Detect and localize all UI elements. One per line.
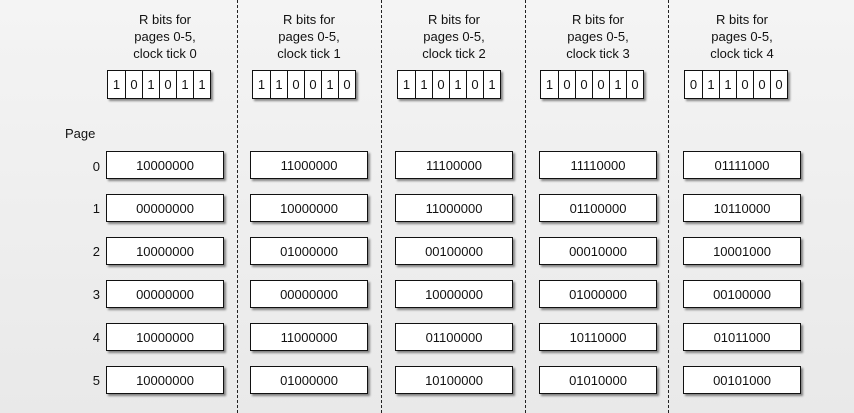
column-header: R bits for pages 0-5, clock tick 4 <box>710 12 774 61</box>
counter-cell-page-0: 11000000 <box>250 151 368 179</box>
r-bit: 1 <box>609 71 626 98</box>
r-bit: 0 <box>304 71 321 98</box>
counter-cell-page-2: 10001000 <box>683 237 801 265</box>
counter-cell-page-1: 11000000 <box>395 194 513 222</box>
r-bit: 1 <box>719 71 736 98</box>
counter-cell-page-4: 10110000 <box>539 323 657 351</box>
r-bit: 0 <box>753 71 770 98</box>
r-bit: 1 <box>415 71 432 98</box>
counter-cell-page-2: 00010000 <box>539 237 657 265</box>
column-header: R bits for pages 0-5, clock tick 2 <box>422 12 486 61</box>
counter-cell-page-0: 10000000 <box>106 151 224 179</box>
r-bit: 1 <box>270 71 287 98</box>
r-bit: 0 <box>287 71 304 98</box>
counter-cell-page-1: 10000000 <box>250 194 368 222</box>
counter-cell-page-5: 10000000 <box>106 366 224 394</box>
counter-cell-page-5: 00101000 <box>683 366 801 394</box>
counter-cell-page-2: 10000000 <box>106 237 224 265</box>
r-bit: 1 <box>257 77 266 92</box>
counter-cell-page-1: 00000000 <box>106 194 224 222</box>
r-bits-register: 1 1 0 0 1 0 <box>252 70 356 99</box>
row-label-3: 3 <box>92 287 100 302</box>
counter-cell-page-1: 01100000 <box>539 194 657 222</box>
r-bit: 0 <box>159 71 176 98</box>
row-label-4: 4 <box>92 330 100 345</box>
counter-cell-page-4: 10000000 <box>106 323 224 351</box>
counter-cell-page-3: 01000000 <box>539 280 657 308</box>
counter-cell-page-0: 11110000 <box>539 151 657 179</box>
r-bit: 0 <box>338 71 355 98</box>
counter-cell-page-4: 11000000 <box>250 323 368 351</box>
counter-cell-page-0: 11100000 <box>395 151 513 179</box>
divider-1 <box>237 0 238 413</box>
r-bit: 0 <box>736 71 753 98</box>
counter-cell-page-5: 01010000 <box>539 366 657 394</box>
r-bit: 1 <box>449 71 466 98</box>
r-bit: 1 <box>545 77 554 92</box>
counter-cell-page-4: 01011000 <box>683 323 801 351</box>
r-bits-register: 1 0 0 0 1 0 <box>540 70 644 99</box>
r-bit: 1 <box>176 71 193 98</box>
counter-cell-page-1: 10110000 <box>683 194 801 222</box>
counter-cell-page-2: 00100000 <box>395 237 513 265</box>
r-bits-register: 1 0 1 0 1 1 <box>107 70 211 99</box>
counter-cell-page-5: 10100000 <box>395 366 513 394</box>
r-bit: 1 <box>193 71 210 98</box>
r-bit: 0 <box>575 71 592 98</box>
r-bit: 1 <box>702 71 719 98</box>
counter-cell-page-3: 10000000 <box>395 280 513 308</box>
r-bit: 1 <box>321 71 338 98</box>
row-label-5: 5 <box>92 373 100 388</box>
row-label-2: 2 <box>92 244 100 259</box>
counter-cell-page-3: 00100000 <box>683 280 801 308</box>
r-bit: 1 <box>112 77 121 92</box>
column-header: R bits for pages 0-5, clock tick 0 <box>133 12 197 61</box>
r-bits-register: 0 1 1 0 0 0 <box>684 70 788 99</box>
r-bit: 0 <box>125 71 142 98</box>
r-bit: 0 <box>626 71 643 98</box>
divider-3 <box>525 0 526 413</box>
counter-cell-page-2: 01000000 <box>250 237 368 265</box>
counter-cell-page-3: 00000000 <box>250 280 368 308</box>
r-bit: 1 <box>402 77 411 92</box>
column-header: R bits for pages 0-5, clock tick 1 <box>277 12 341 61</box>
r-bit: 0 <box>432 71 449 98</box>
r-bit: 0 <box>689 77 698 92</box>
counter-cell-page-4: 01100000 <box>395 323 513 351</box>
r-bit: 1 <box>142 71 159 98</box>
divider-2 <box>381 0 382 413</box>
r-bit: 0 <box>592 71 609 98</box>
r-bit: 0 <box>466 71 483 98</box>
counter-cell-page-3: 00000000 <box>106 280 224 308</box>
row-label-0: 0 <box>92 159 100 174</box>
r-bits-register: 1 1 0 1 0 1 <box>397 70 501 99</box>
counter-cell-page-0: 01111000 <box>683 151 801 179</box>
r-bit: 1 <box>483 71 500 98</box>
counter-cell-page-5: 01000000 <box>250 366 368 394</box>
divider-4 <box>668 0 669 413</box>
r-bit: 0 <box>770 71 787 98</box>
page-axis-label: Page <box>65 126 96 141</box>
row-label-1: 1 <box>92 201 100 216</box>
column-header: R bits for pages 0-5, clock tick 3 <box>566 12 630 61</box>
r-bit: 0 <box>558 71 575 98</box>
